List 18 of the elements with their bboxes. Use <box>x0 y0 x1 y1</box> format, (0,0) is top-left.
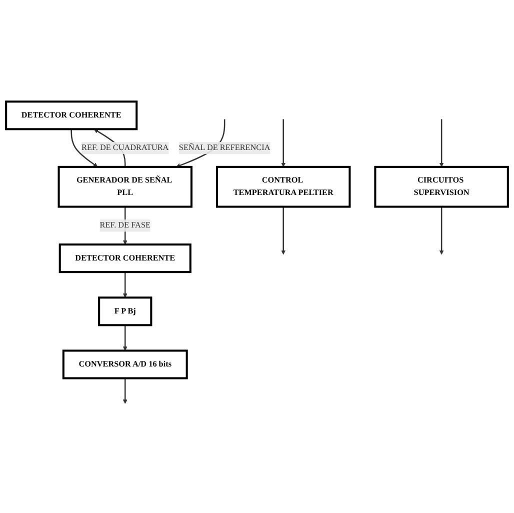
node-box: DETECTOR COHERENTE <box>58 243 192 274</box>
arrow <box>281 206 286 255</box>
arrow <box>70 129 98 168</box>
edge-label: REF. DE FASE <box>100 221 150 230</box>
arrow <box>281 119 286 168</box>
node-box: CIRCUITOS SUPERVISION <box>374 166 509 208</box>
node-box: DETECTOR COHERENTE <box>5 100 138 130</box>
node-box: CONVERSOR A/D 16 bits <box>62 350 188 380</box>
edge-label: REF. DE CUADRATURA <box>82 143 169 152</box>
arrow <box>439 206 444 255</box>
edge-label: SEÑAL DE REFERENCIA <box>178 143 270 152</box>
arrow <box>439 119 444 168</box>
arrow <box>122 378 128 404</box>
arrow <box>122 325 128 351</box>
node-box: GENERADOR DE SEÑAL PLL <box>58 166 192 208</box>
arrow <box>122 272 128 298</box>
node-box: F P Bj <box>98 296 152 326</box>
node-box: CONTROL TEMPERATURA PELTIER <box>216 166 351 208</box>
